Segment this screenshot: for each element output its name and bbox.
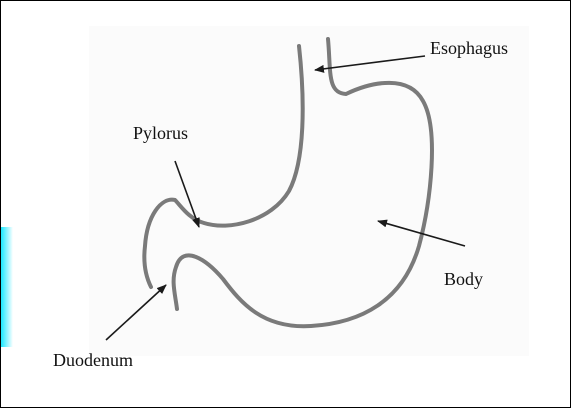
pylorus-label: Pylorus (133, 123, 188, 143)
body-label: Body (444, 269, 483, 289)
cyan-edge-mark (1, 227, 13, 347)
duodenum-label: Duodenum (53, 350, 133, 370)
esophagus-label: Esophagus (430, 38, 508, 58)
background-wash (89, 26, 529, 356)
